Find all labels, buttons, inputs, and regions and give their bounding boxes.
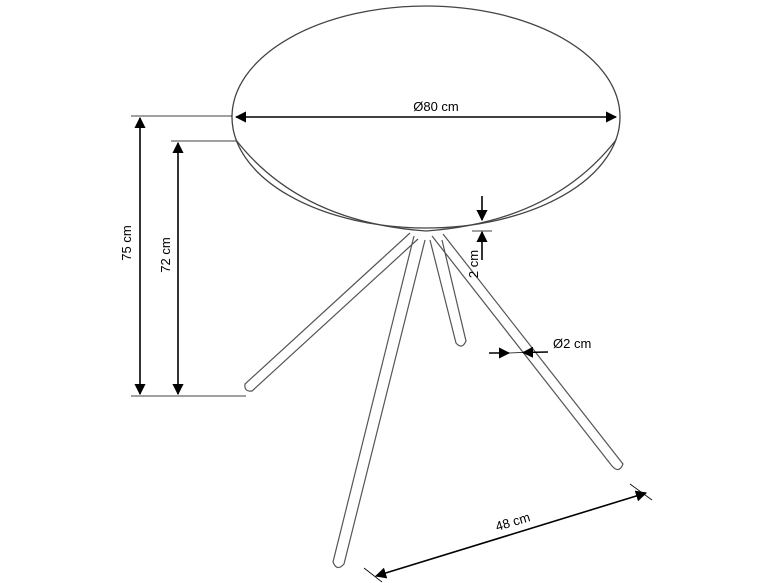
- table-legs: [244, 232, 624, 569]
- dimension-leg-height: 72 cm: [158, 140, 236, 396]
- leg-diameter-label: Ø2 cm: [553, 336, 591, 351]
- table-top-surface: [231, 5, 621, 229]
- table-top: [231, 5, 621, 232]
- dimension-leg-spread: 48 cm: [363, 483, 653, 583]
- leg-back: [429, 239, 467, 347]
- total-height-label: 75 cm: [119, 225, 134, 260]
- top-diameter-label: Ø80 cm: [413, 99, 459, 114]
- dimension-top-diameter: Ø80 cm: [234, 99, 618, 123]
- dimension-leg-diameter: Ø2 cm: [489, 336, 591, 359]
- leg-right: [431, 233, 624, 471]
- top-thickness-label: 2 cm: [466, 250, 481, 278]
- leg-front: [332, 235, 426, 569]
- leg-height-label: 72 cm: [158, 237, 173, 272]
- dimension-top-thickness: 2 cm: [466, 196, 492, 278]
- dimension-total-height: 75 cm: [119, 115, 246, 397]
- leg-left: [244, 232, 419, 392]
- table-top-edge: [235, 139, 617, 232]
